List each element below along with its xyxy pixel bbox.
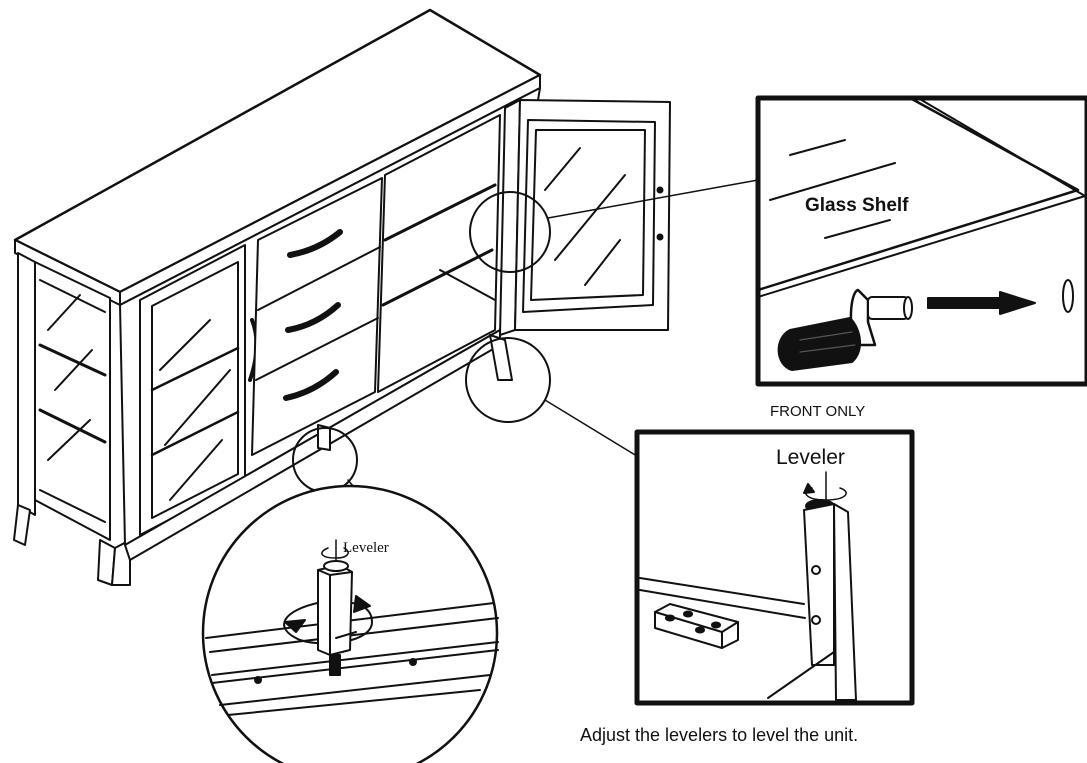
leader-line-right-leg xyxy=(544,399,641,459)
leveler-cap-left xyxy=(323,560,349,572)
drawer-1-handle xyxy=(287,229,343,258)
hand-icon xyxy=(777,317,861,371)
cabinet-left-side xyxy=(17,252,36,516)
glass-shelf-label: Glass Shelf xyxy=(805,195,909,216)
callout-circle-right-leg xyxy=(465,337,551,423)
instruction-text: Adjust the levelers to level the unit. xyxy=(580,725,858,745)
leader-line-shelf xyxy=(547,179,759,219)
left-leveler-detail: Leveler xyxy=(201,484,499,763)
glass-shelf-detail: Glass Shelf xyxy=(755,95,1087,387)
leveler-label-right: Leveler xyxy=(776,446,845,469)
corner-bracket xyxy=(654,603,739,649)
cabinet-leg-front-right xyxy=(489,334,513,381)
cabinet-right-section xyxy=(377,114,501,393)
shelf-pin-hole xyxy=(1062,279,1074,313)
cabinet-illustration xyxy=(13,8,759,586)
insert-arrow-icon xyxy=(927,291,1036,315)
cabinet-leg-middle xyxy=(317,424,331,451)
drawer-column xyxy=(251,177,383,456)
drawer-2-handle xyxy=(285,302,341,333)
leveler-label-left: Leveler xyxy=(343,540,389,556)
front-only-label: FRONT ONLY xyxy=(770,403,865,420)
cabinet-leg-back-left xyxy=(13,504,31,546)
drawer-3-handle xyxy=(283,369,339,401)
leveler-post-left xyxy=(317,564,353,656)
right-leveler-detail-frame xyxy=(634,429,915,706)
right-leveler-detail: FRONT ONLY Leveler Adjust the levelers t… xyxy=(580,403,915,745)
callout-circle-shelf xyxy=(469,191,551,273)
leveler-screw-left xyxy=(329,654,341,676)
